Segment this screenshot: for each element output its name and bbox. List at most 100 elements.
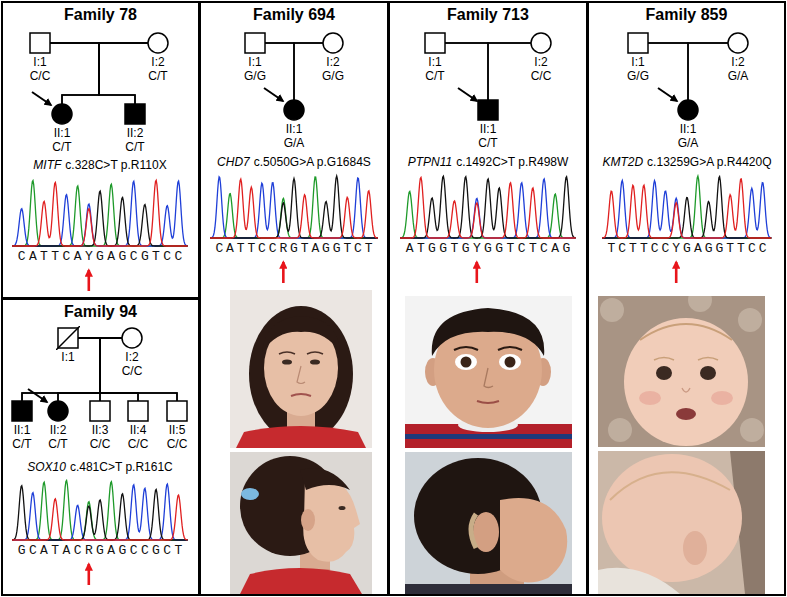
photo-background <box>598 296 765 447</box>
brow <box>454 347 522 350</box>
pedigree-individual: I:2G/A <box>726 31 750 83</box>
pedigree-symbol <box>321 31 345 55</box>
affected-male <box>125 104 145 124</box>
face <box>500 498 567 583</box>
patient-photo <box>405 296 572 448</box>
patient-photo <box>598 451 765 594</box>
affected-male <box>478 100 498 120</box>
pedigree-individual: I:2C/C <box>529 31 553 83</box>
genotype: C/C <box>90 437 111 451</box>
head <box>602 454 742 582</box>
genotype: G/A <box>284 136 305 150</box>
photo-background <box>405 452 572 594</box>
female-symbol <box>728 33 748 53</box>
female-symbol <box>531 33 551 53</box>
individual-id: II:1 <box>480 122 497 136</box>
mouth <box>291 394 311 396</box>
brow <box>654 358 718 361</box>
genotype: G/G <box>244 69 266 83</box>
pedigree-individual: I:2C/C <box>120 326 144 378</box>
pedigree-individual: II:1C/T <box>10 399 34 451</box>
hearing-aid <box>471 514 476 548</box>
cloth <box>598 568 680 594</box>
photo-background <box>230 290 372 448</box>
chromatogram <box>210 176 378 238</box>
family-panel: Family 694I:1G/GI:2G/GII:1G/A <box>199 1 389 596</box>
male-symbol <box>128 401 148 421</box>
pedigree-line <box>62 43 148 104</box>
genotype: C/C <box>531 69 552 83</box>
mutation-arrow <box>475 262 478 283</box>
trace-t <box>602 179 771 238</box>
sweater-stripe <box>405 434 572 439</box>
individual-id: II:2 <box>127 126 144 140</box>
individual-id: II:2 <box>50 423 67 437</box>
photo-background <box>598 451 765 594</box>
shirt <box>236 426 366 448</box>
nose <box>297 366 305 384</box>
family-title: Family 78 <box>3 6 198 24</box>
pedigree-individual: I:1G/G <box>626 31 650 83</box>
pedigree-line <box>100 338 122 401</box>
nose <box>682 388 690 392</box>
pedigree-symbol <box>46 399 70 423</box>
affected-female <box>52 104 72 124</box>
affected-female <box>678 100 698 120</box>
genotype: G/A <box>728 69 749 83</box>
family-panel: Family 713I:1C/TI:2C/CII:1C/T <box>388 1 588 596</box>
gene-name: PTPN11 <box>408 155 452 169</box>
individual-id: I:2 <box>731 55 744 69</box>
individual-id: I:1 <box>248 55 261 69</box>
pedigree-line <box>488 43 531 100</box>
pedigree-individual: II:4C/C <box>126 399 150 451</box>
hair <box>249 306 353 442</box>
eye <box>499 354 521 370</box>
individual-id: II:1 <box>286 122 303 136</box>
pedigree-individual: II:2C/T <box>123 102 147 154</box>
individual-id: I:1 <box>428 55 441 69</box>
iris <box>461 357 472 368</box>
genotype: C/T <box>12 437 31 451</box>
variant-line: KMT2Dc.13259G>A p.R4420Q <box>602 155 771 169</box>
trace-t <box>12 180 188 246</box>
pedigree-individual: I:1G/G <box>243 31 267 83</box>
genotype: C/T <box>425 69 444 83</box>
genotype: C/T <box>125 140 144 154</box>
pedigree-individual: I:1 <box>56 326 80 364</box>
pedigree-individual: II:5C/C <box>165 399 189 451</box>
pedigree-symbol <box>243 31 267 55</box>
proband-arrow <box>264 88 283 101</box>
proband-arrow <box>28 389 47 402</box>
male-symbol <box>30 33 50 53</box>
pedigree-line <box>265 43 294 100</box>
trace-a <box>12 180 188 246</box>
patient-photo <box>230 452 372 594</box>
genotype: C/C <box>128 437 149 451</box>
gene-name: CHD7 <box>217 155 250 169</box>
hair <box>640 324 732 340</box>
sequence-text: TCTTCCYGAGGTTCC <box>606 241 770 256</box>
mutation-arrow <box>675 262 678 283</box>
individual-id: II:1 <box>54 126 71 140</box>
trace-g <box>12 486 188 540</box>
individual-id: I:2 <box>534 55 547 69</box>
photo-background <box>230 452 372 594</box>
shirt <box>240 568 362 594</box>
proband-arrow <box>658 88 677 101</box>
pedigree-line <box>688 43 728 100</box>
hair <box>262 316 340 352</box>
pedigree-line <box>99 43 148 104</box>
mouth <box>676 408 696 420</box>
pedigree-individual: II:1G/A <box>676 98 700 150</box>
individual-id: II:3 <box>92 423 109 437</box>
trace-t <box>210 179 378 238</box>
mutation-arrow <box>282 262 285 283</box>
cheek <box>711 391 733 405</box>
variant-line: MITFc.328C>T p.R110X <box>33 158 166 172</box>
ear <box>301 509 315 531</box>
sequence-text: ATGGTGYGGTCTCAG <box>404 241 574 256</box>
deceased-slash <box>56 326 80 350</box>
patient-photo <box>230 290 372 448</box>
hair <box>610 472 730 500</box>
eye <box>656 366 672 380</box>
